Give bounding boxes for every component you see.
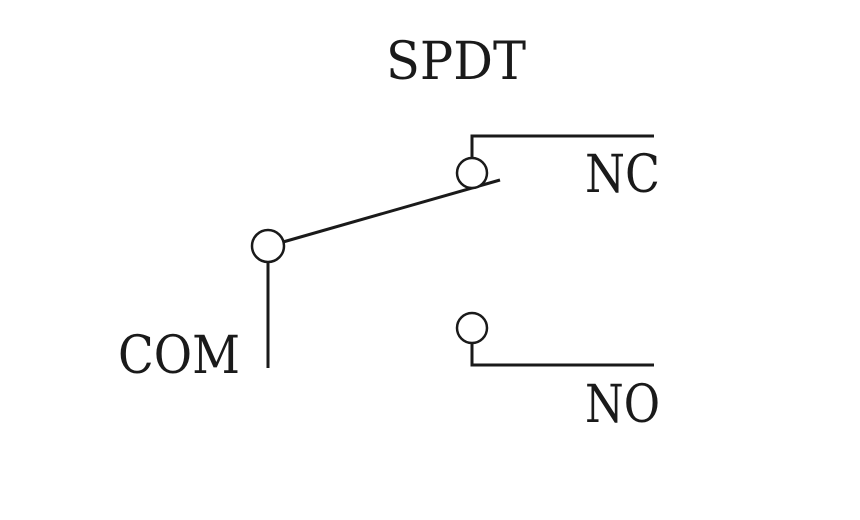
nc-lead-wire bbox=[470, 134, 654, 158]
com-terminal bbox=[250, 228, 286, 264]
switch-arm bbox=[282, 178, 501, 244]
nc-label: NC bbox=[585, 145, 660, 205]
diagram-title: SPDT bbox=[386, 32, 526, 92]
no-label: NO bbox=[585, 375, 660, 435]
no-lead-wire bbox=[470, 343, 654, 367]
no-terminal bbox=[455, 311, 489, 345]
nc-terminal bbox=[455, 156, 489, 190]
com-label: COM bbox=[118, 326, 240, 386]
